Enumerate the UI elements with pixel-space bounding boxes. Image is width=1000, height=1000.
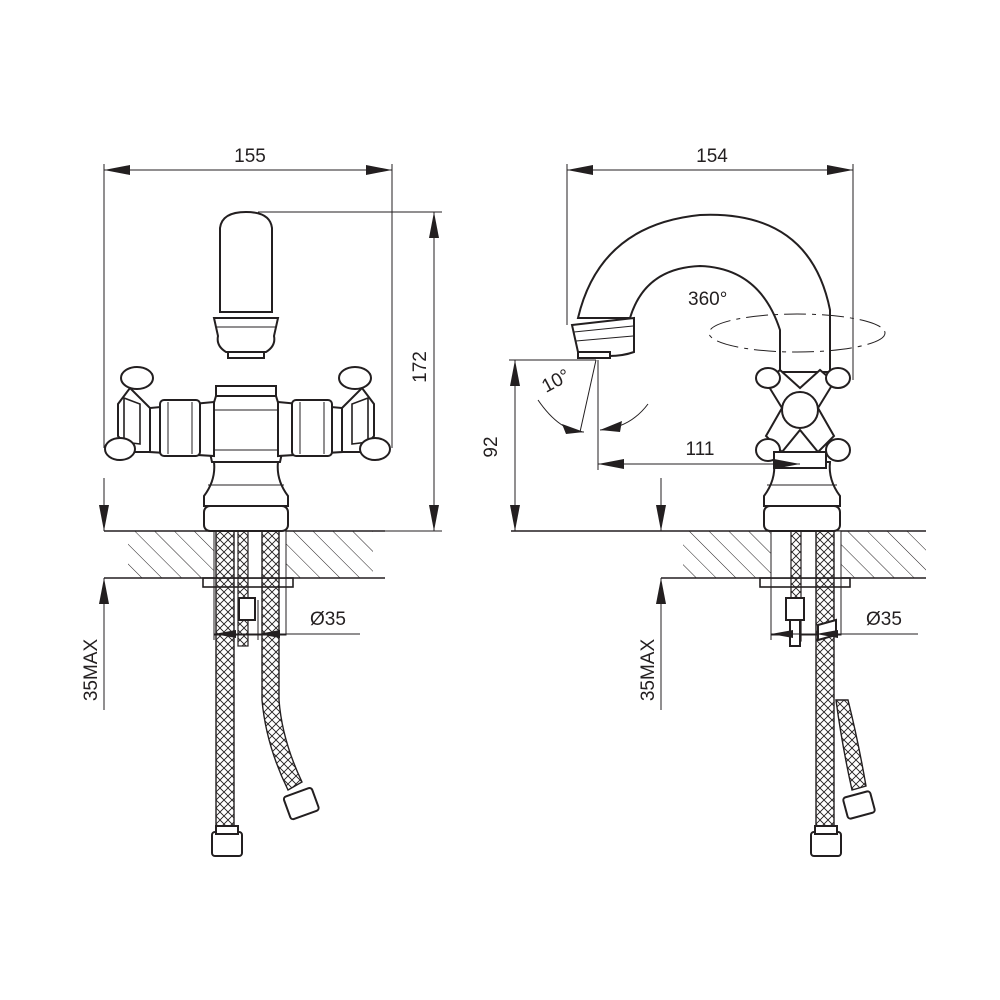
side-rotation-indicator: 360° [688,289,886,353]
side-height-label: 92 [481,436,502,457]
front-height-dimension: 172 [258,211,442,532]
side-diameter-dimension: Ø35 [770,600,918,640]
front-width-dimension: 155 [103,146,393,448]
side-height-dimension: 92 [481,359,596,531]
side-tilt-label: 10° [538,365,573,397]
side-hoses [770,530,876,857]
side-diameter-label: Ø35 [866,609,902,630]
front-view: 155 172 35MAX Ø35 [81,146,442,857]
front-height-label: 172 [410,351,431,383]
side-max-dimension: 35MAX [638,478,666,710]
front-diameter-label: Ø35 [310,609,346,630]
side-countertop [511,530,926,588]
side-rotation-label: 360° [688,289,727,310]
front-max-label: 35MAX [81,639,102,702]
side-tilt-dimension: 10° [537,359,649,434]
side-spout [570,213,831,373]
front-max-dimension: 35MAX [81,478,109,710]
front-diameter-dimension: Ø35 [213,600,360,640]
front-width-label: 155 [234,146,266,167]
front-hoses [211,530,320,857]
side-spout-reach-dimension: 111 [597,360,800,470]
front-faucet-body [104,210,391,532]
side-reach-dimension: 154 [566,146,854,380]
side-view: 360° 154 [481,146,926,857]
side-reach-label: 154 [696,146,728,167]
side-spout-reach-label: 111 [686,439,715,460]
side-max-label: 35MAX [638,639,659,702]
side-faucet-body [755,367,851,532]
